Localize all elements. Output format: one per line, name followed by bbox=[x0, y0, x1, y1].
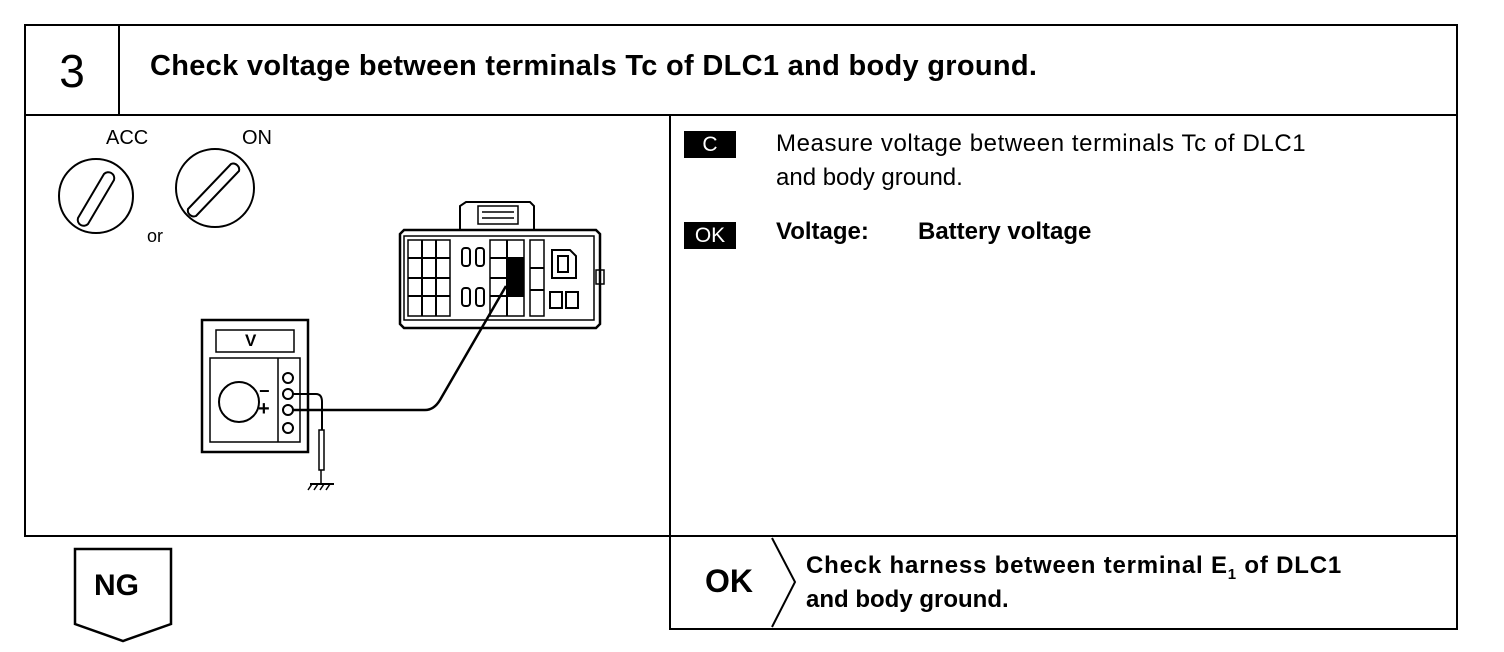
check-instruction-line1: Measure voltage between terminals Tc of … bbox=[776, 130, 1307, 157]
dlc1-connector-icon bbox=[398, 201, 605, 330]
header-divider bbox=[24, 114, 1458, 116]
meter-minus-sign: − bbox=[259, 381, 270, 401]
acc-label: ACC bbox=[106, 127, 149, 149]
ok-action-text-b: of DLC1 bbox=[1236, 552, 1342, 579]
voltage-value: Battery voltage bbox=[918, 218, 1092, 245]
on-label: ON bbox=[242, 127, 272, 149]
step-number: 3 bbox=[59, 45, 85, 97]
ok-action-line2: and body ground. bbox=[806, 586, 1009, 613]
ignition-switch-on-icon bbox=[175, 148, 255, 228]
ng-result-shape bbox=[73, 547, 173, 643]
ignition-switch-acc-icon bbox=[58, 158, 134, 234]
ok-result-label: OK bbox=[705, 563, 753, 599]
check-instruction-line2: and body ground. bbox=[776, 164, 963, 191]
ok-tag: OK bbox=[684, 222, 736, 249]
step-title: Check voltage between terminals Tc of DL… bbox=[150, 50, 1038, 82]
ok-action-text-a: Check harness between terminal E bbox=[806, 552, 1228, 579]
voltage-label: Voltage: bbox=[776, 218, 869, 245]
check-tag: C bbox=[684, 131, 736, 158]
meter-plus-sign: + bbox=[258, 398, 270, 420]
wiring-diagram bbox=[58, 148, 605, 491]
or-label: or bbox=[147, 226, 164, 246]
voltmeter-icon bbox=[200, 318, 310, 454]
content-divider bbox=[669, 114, 671, 630]
ng-label: NG bbox=[94, 569, 139, 602]
ok-action-line1: Check harness between terminal E1 of DLC… bbox=[806, 549, 1342, 592]
test-leads bbox=[293, 285, 508, 491]
tc-terminal-marker bbox=[507, 258, 524, 296]
ok-action-subscript: 1 bbox=[1227, 565, 1237, 583]
ok-chevron-icon bbox=[771, 537, 797, 628]
ok-result-frame bbox=[669, 535, 1458, 630]
meter-label: V bbox=[245, 331, 257, 350]
step-number-divider bbox=[118, 24, 120, 116]
